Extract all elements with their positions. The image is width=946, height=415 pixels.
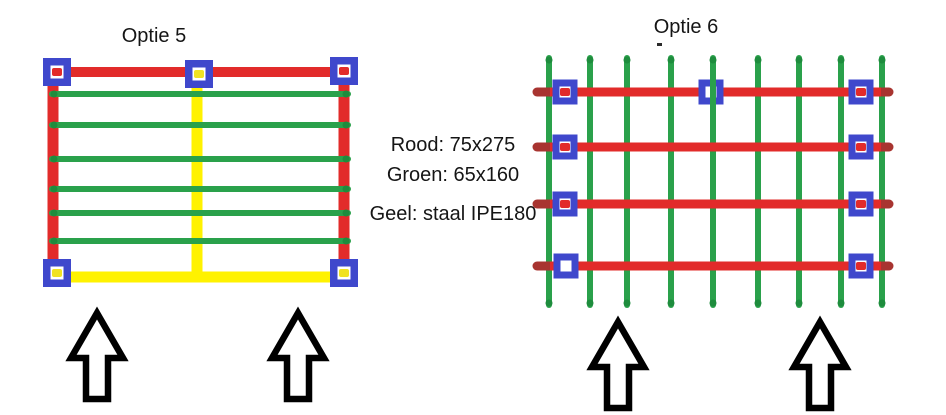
option5-yellow-beams [57, 76, 344, 283]
option5-title: Optie 5 [121, 25, 187, 47]
option5-column-markers [43, 57, 358, 287]
option6-column-markers [552, 74, 874, 279]
option6-load-arrows [586, 315, 852, 412]
option6-title: Optie 6 [653, 16, 719, 38]
legend-rood: Rood: 75x275 [390, 134, 516, 156]
stray-mark [657, 43, 662, 46]
legend-groen: Groen: 65x160 [386, 164, 520, 186]
option5-load-arrows [65, 306, 330, 403]
legend-geel: Geel: staal IPE180 [369, 203, 537, 225]
option5-green-beams [49, 90, 351, 245]
option6-red-beams [532, 87, 894, 271]
beam-legend: Rood: 75x275 Groen: 65x160 Geel: staal I… [346, 130, 560, 229]
